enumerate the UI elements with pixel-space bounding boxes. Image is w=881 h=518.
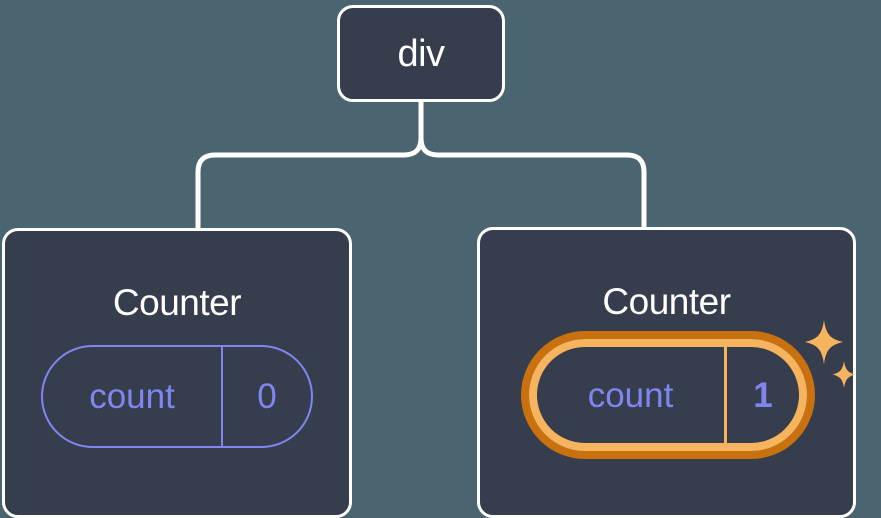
state-pill-right[interactable]: count 1 xyxy=(521,331,815,459)
node-root-div[interactable]: div xyxy=(337,5,505,102)
state-pill-left-value: 0 xyxy=(257,377,277,416)
state-pill-right-key: count xyxy=(537,347,727,443)
node-root-label: div xyxy=(397,32,445,75)
node-counter-left-title: Counter xyxy=(112,282,242,323)
state-pill-left-body: count 0 xyxy=(41,345,313,448)
sparkle-icon xyxy=(805,320,856,388)
state-pill-right-outer-ring: count 1 xyxy=(521,331,815,459)
state-pill-right-inner-ring: count 1 xyxy=(529,339,807,451)
state-pill-right-value: 1 xyxy=(753,375,773,415)
diagram-canvas: div Counter count 0 Counter count 1 xyxy=(2,5,856,518)
state-pill-left[interactable]: count 0 xyxy=(41,345,313,448)
node-counter-right-title: Counter xyxy=(602,281,731,322)
state-pill-left-key: count xyxy=(43,347,223,446)
